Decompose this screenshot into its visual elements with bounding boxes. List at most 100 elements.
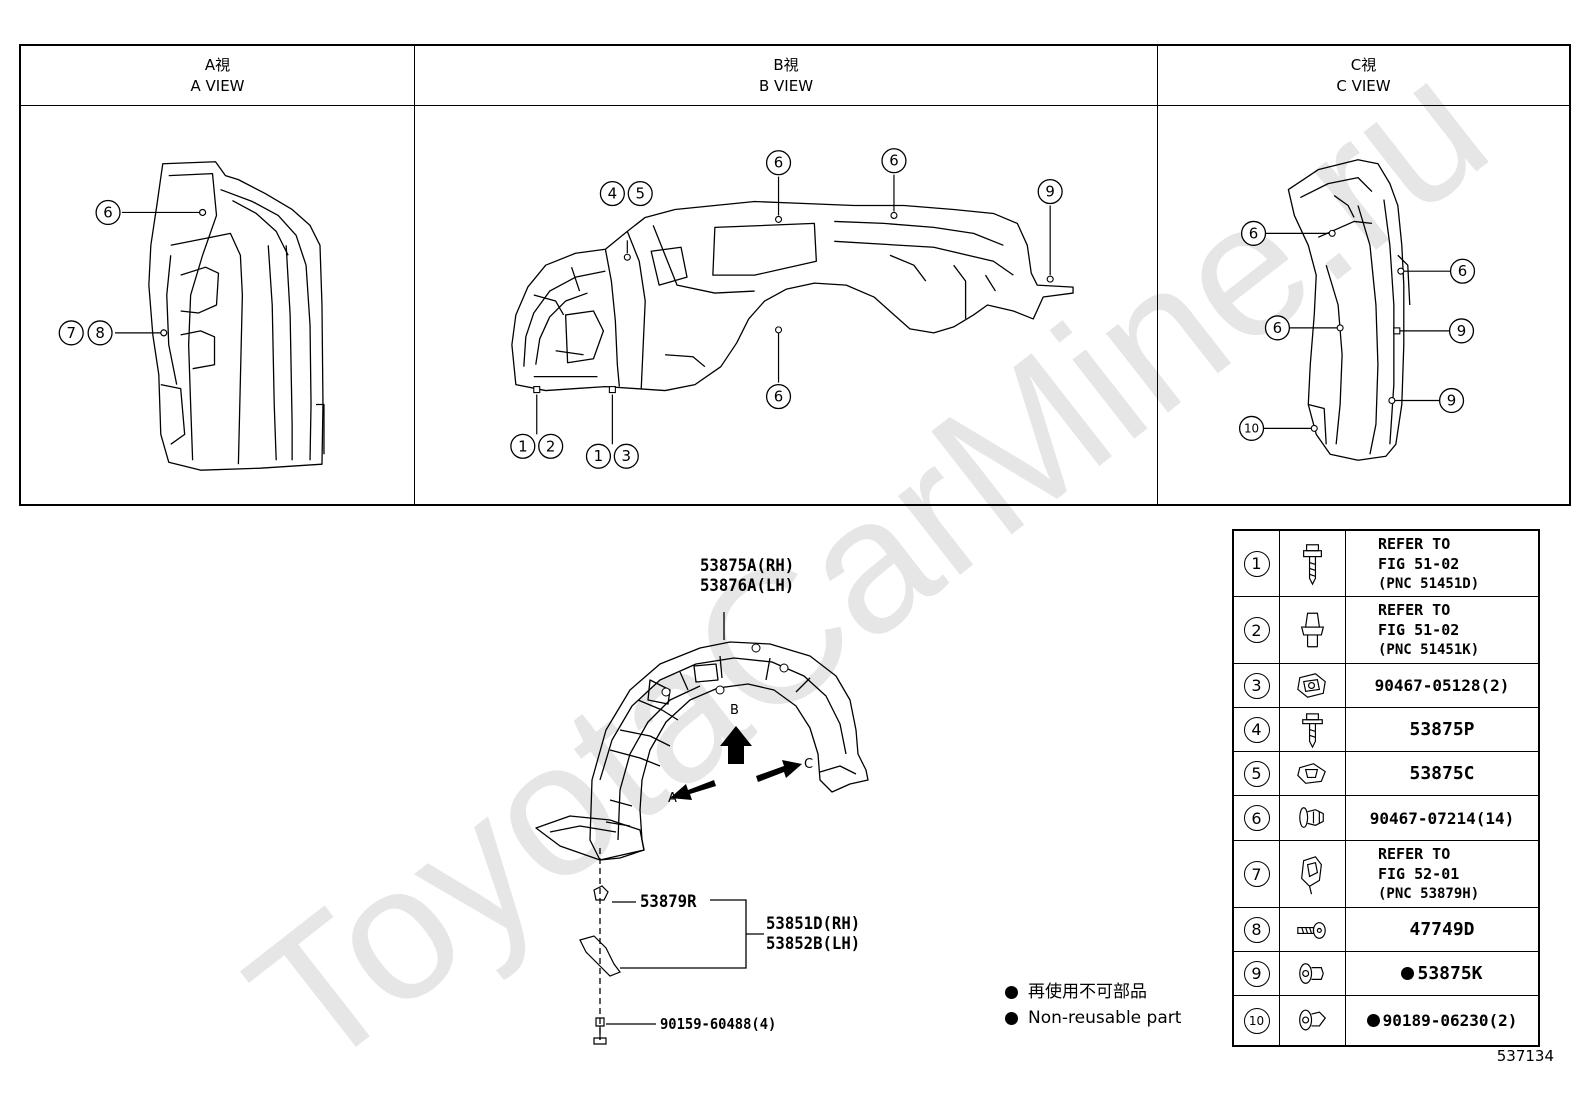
a-callout-6: 6 bbox=[103, 203, 112, 221]
legend-row-6: 6 90467-07214(14) bbox=[1234, 796, 1538, 841]
b-view-header: B視 B VIEW bbox=[415, 46, 1157, 106]
non-reusable-dot-icon bbox=[1401, 967, 1415, 980]
legend-num-5: 5 bbox=[1243, 760, 1270, 787]
nut-label: 53879R bbox=[640, 892, 697, 912]
b-callout-1a: 1 bbox=[518, 437, 527, 455]
legend-row-9: 9 53875K bbox=[1234, 952, 1538, 996]
bolt-label: 90159-60488(4) bbox=[660, 1015, 777, 1033]
legend-part-10: 90189-06230(2) bbox=[1346, 996, 1538, 1045]
a-view-title-en: A VIEW bbox=[190, 77, 245, 95]
c-callout-6a: 6 bbox=[1249, 224, 1258, 242]
legend-row-1: 1 REFER TO FIG 51-02 (PNC 51451D) bbox=[1234, 531, 1538, 597]
a-callout-8: 8 bbox=[95, 324, 104, 342]
legend-ref-2-l1: REFER TO bbox=[1378, 601, 1451, 619]
b-callout-6c: 6 bbox=[774, 388, 783, 406]
b-callout-1b: 1 bbox=[594, 447, 603, 465]
legend-ref-7-l3: (PNC 53879H) bbox=[1378, 886, 1480, 902]
c-callout-10: 10 bbox=[1244, 421, 1259, 435]
c-callout-6c: 6 bbox=[1273, 319, 1282, 337]
legend-part-6: 90467-07214(14) bbox=[1369, 808, 1515, 828]
a-view-drawing: 6 7 8 bbox=[21, 106, 414, 504]
c-callout-9b: 9 bbox=[1447, 391, 1456, 409]
legend-ref-1-l3: (PNC 51451D) bbox=[1378, 575, 1480, 592]
a-view-title-jp: A視 bbox=[204, 56, 231, 74]
b-callout-2: 2 bbox=[546, 437, 555, 455]
a-view-panel: A視 A VIEW bbox=[21, 46, 415, 504]
c-view-title-en: C VIEW bbox=[1336, 77, 1391, 95]
bracket-lh-label: 53852B(LH) bbox=[766, 934, 861, 954]
legend-num-4: 4 bbox=[1243, 716, 1270, 743]
main-assembly-drawing: B C A 53875A(RH) 53876A(LH) 53879R 53851… bbox=[520, 540, 1040, 1070]
c-view-drawing: 6 6 6 9 9 10 bbox=[1158, 106, 1569, 504]
b-view-title-jp: B視 bbox=[773, 56, 799, 74]
arrow-b-label: B bbox=[730, 703, 739, 718]
clip-nut-icon bbox=[1280, 664, 1346, 707]
fender-liner-drawing: B C A bbox=[535, 612, 869, 1045]
parts-legend-table: 1 REFER TO FIG 51-02 (PNC 51451D) 2 REFE… bbox=[1232, 529, 1540, 1047]
legend-ref-2-l2: FIG 51-02 bbox=[1378, 621, 1460, 639]
c-view-header: C視 C VIEW bbox=[1158, 46, 1569, 106]
arrow-a-label: A bbox=[668, 791, 677, 806]
a-view-header: A視 A VIEW bbox=[21, 46, 414, 106]
bracket-rh-label: 53851D(RH) bbox=[766, 914, 861, 934]
tapping-screw-icon bbox=[1280, 708, 1346, 751]
b-callout-5: 5 bbox=[635, 185, 644, 203]
legend-row-10: 10 90189-06230(2) bbox=[1234, 996, 1538, 1045]
screw-grommet-icon bbox=[1280, 531, 1346, 596]
legend-num-1: 1 bbox=[1243, 550, 1270, 577]
legend-row-7: 7 REFER TO FIG 52-01 (PNC 53879H) bbox=[1234, 841, 1538, 908]
legend-part-3: 90467-05128(2) bbox=[1374, 676, 1510, 695]
b-view-title-en: B VIEW bbox=[758, 77, 814, 95]
push-clip-icon bbox=[1280, 597, 1346, 663]
screw-icon bbox=[1280, 908, 1346, 951]
spring-nut-icon bbox=[1280, 752, 1346, 795]
b-callout-6b: 6 bbox=[889, 152, 898, 170]
fastener-icon bbox=[1280, 841, 1346, 907]
a-callout-7: 7 bbox=[66, 324, 75, 342]
non-reusable-dot-icon bbox=[1005, 1011, 1018, 1025]
b-callout-6a: 6 bbox=[774, 154, 783, 172]
non-reusable-note-en: Non-reusable part bbox=[1005, 1007, 1181, 1029]
c-view-panel: C視 C VIEW bbox=[1158, 46, 1569, 504]
grommet-clip-icon bbox=[1280, 996, 1346, 1045]
liner-lh-label: 53876A(LH) bbox=[700, 576, 795, 596]
b-view-liner-drawing: 4 5 6 6 9 6 1 2 1 bbox=[510, 148, 1074, 469]
non-reusable-dot-icon bbox=[1005, 985, 1018, 999]
grommet-icon bbox=[1280, 952, 1346, 995]
legend-ref-1-l2: FIG 51-02 bbox=[1378, 554, 1460, 573]
legend-part-4: 53875P bbox=[1409, 719, 1475, 740]
legend-row-2: 2 REFER TO FIG 51-02 (PNC 51451K) bbox=[1234, 597, 1538, 664]
b-view-panel: B視 B VIEW bbox=[415, 46, 1158, 504]
non-reusable-dot-icon bbox=[1366, 1014, 1380, 1027]
figure-number: 537134 bbox=[1496, 1047, 1554, 1065]
legend-num-9: 9 bbox=[1243, 960, 1270, 987]
a-view-liner-drawing: 6 7 8 bbox=[58, 161, 325, 471]
b-callout-4: 4 bbox=[608, 185, 617, 203]
legend-part-9: 53875K bbox=[1346, 952, 1538, 995]
legend-row-5: 5 53875C bbox=[1234, 752, 1538, 796]
liner-rh-label: 53875A(RH) bbox=[700, 556, 795, 576]
legend-part-5: 53875C bbox=[1409, 763, 1475, 784]
legend-num-2: 2 bbox=[1243, 617, 1270, 643]
legend-num-3: 3 bbox=[1243, 672, 1270, 699]
b-callout-9: 9 bbox=[1045, 183, 1054, 201]
c-callout-6b: 6 bbox=[1458, 262, 1467, 280]
legend-ref-2-l3: (PNC 51451K) bbox=[1378, 642, 1480, 658]
legend-num-7: 7 bbox=[1243, 861, 1270, 887]
non-reusable-note-jp: 再使用不可部品 bbox=[1005, 981, 1147, 1003]
legend-row-8: 8 47749D bbox=[1234, 908, 1538, 952]
legend-num-10: 10 bbox=[1243, 1007, 1270, 1034]
legend-ref-1-l1: REFER TO bbox=[1378, 534, 1451, 553]
rivet-clip-icon bbox=[1280, 796, 1346, 840]
legend-num-8: 8 bbox=[1243, 916, 1270, 943]
legend-num-6: 6 bbox=[1243, 805, 1270, 831]
legend-ref-7-l2: FIG 52-01 bbox=[1378, 865, 1460, 883]
b-callout-3: 3 bbox=[622, 447, 631, 465]
b-view-drawing: 4 5 6 6 9 6 1 2 1 bbox=[415, 106, 1157, 504]
legend-row-3: 3 90467-05128(2) bbox=[1234, 664, 1538, 708]
legend-row-4: 4 53875P bbox=[1234, 708, 1538, 752]
c-view-liner-drawing: 6 6 6 9 9 10 bbox=[1238, 159, 1476, 461]
legend-ref-7-l1: REFER TO bbox=[1378, 845, 1451, 863]
c-view-title-jp: C視 bbox=[1350, 56, 1377, 74]
legend-part-8: 47749D bbox=[1409, 919, 1475, 940]
